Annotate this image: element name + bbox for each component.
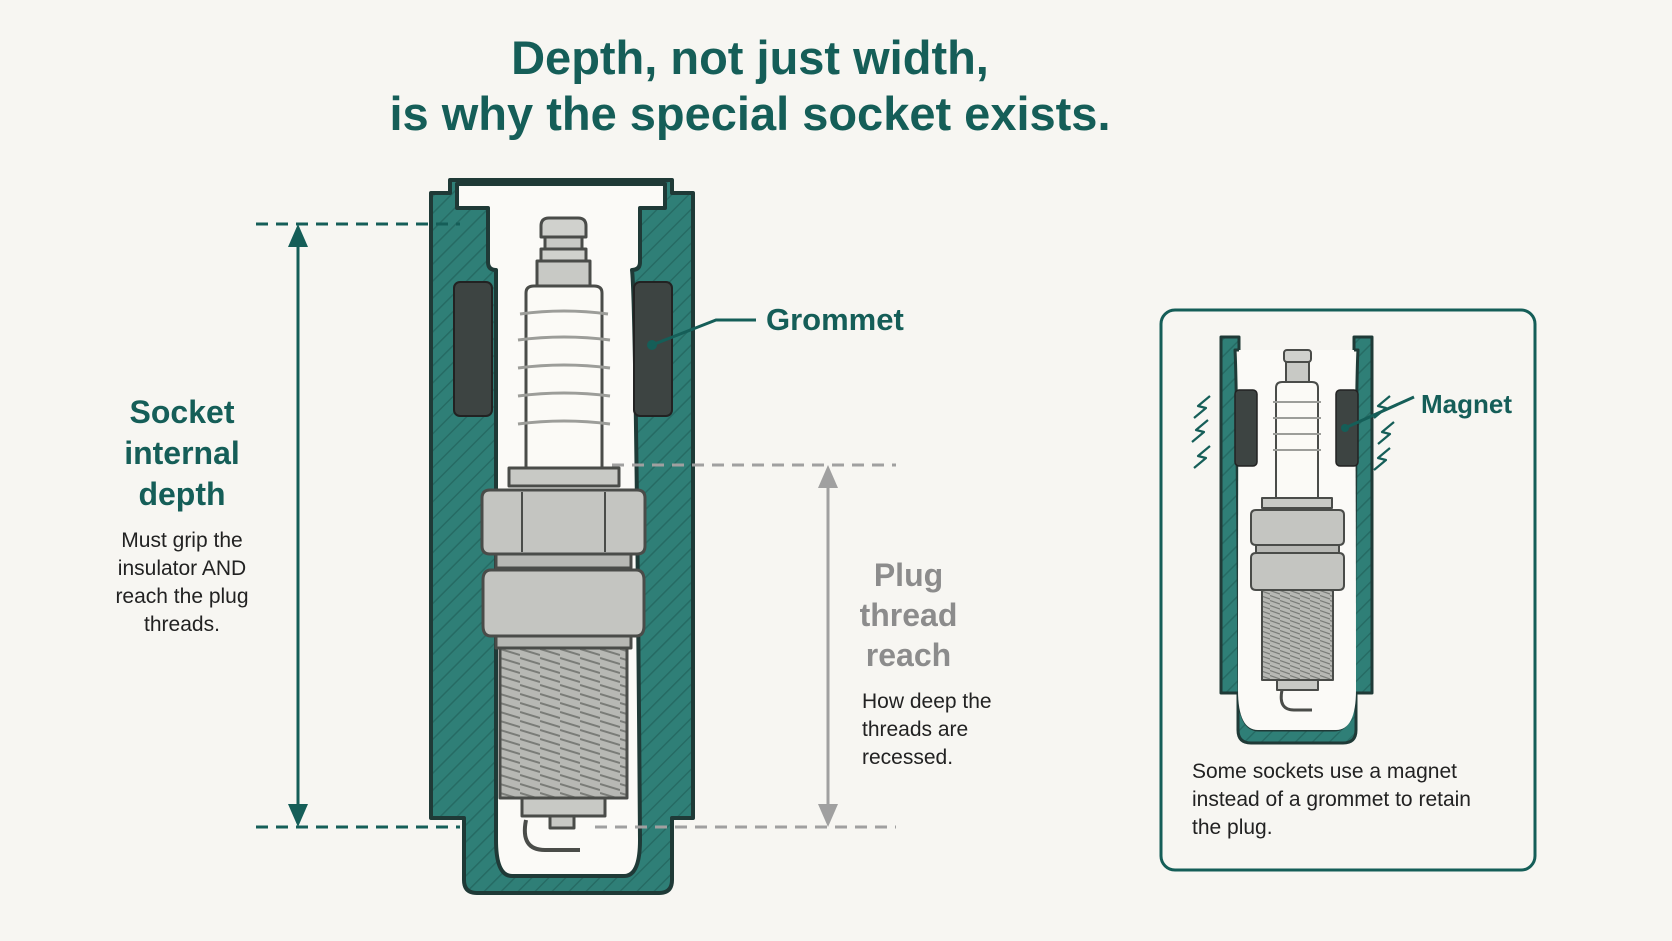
dimension-arrow-icon [818,804,838,827]
socket-depth-dimension [256,222,460,829]
plug-reach-title-line: reach [865,637,952,673]
plug-reach-title-line: thread [859,597,958,633]
socket-depth-title-line: Socket [129,394,235,430]
title-line-2: is why the special socket exists. [389,87,1111,140]
magnet-label: Magnet [1421,389,1512,419]
socket-depth-title: Socket internal depth [100,392,264,515]
inset-caption: Some sockets use a magnet instead of a g… [1192,760,1471,839]
grommet-label: Grommet [766,302,904,337]
socket-depth-title-line: depth [138,476,226,512]
plug-reach-title: Plug thread reach [836,555,981,675]
plug-reach-title-line: Plug [873,557,944,593]
grommet-left [453,281,493,417]
plug-reach-dimension [595,463,896,829]
grommet-leader [647,318,756,350]
magnetic-field-icon [1191,395,1395,471]
spark-plug-icon [1250,349,1345,712]
dimension-arrow-icon [288,804,308,827]
dimension-arrow-icon [818,465,838,488]
inset-panel [1159,308,1537,872]
title-line-1: Depth, not just width, [511,31,989,84]
magnet-left [1234,389,1258,467]
spark-plug-icon [480,216,647,852]
magnet-leader [1341,395,1415,432]
socket-depth-title-line: internal [124,435,240,471]
socket-depth-description: Must grip the insulator AND reach the pl… [115,529,249,636]
plug-reach-description: How deep the threads are recessed. [862,690,992,769]
dimension-arrow-icon [288,224,308,247]
page-title: Depth, not just width, is why the specia… [0,30,1500,142]
